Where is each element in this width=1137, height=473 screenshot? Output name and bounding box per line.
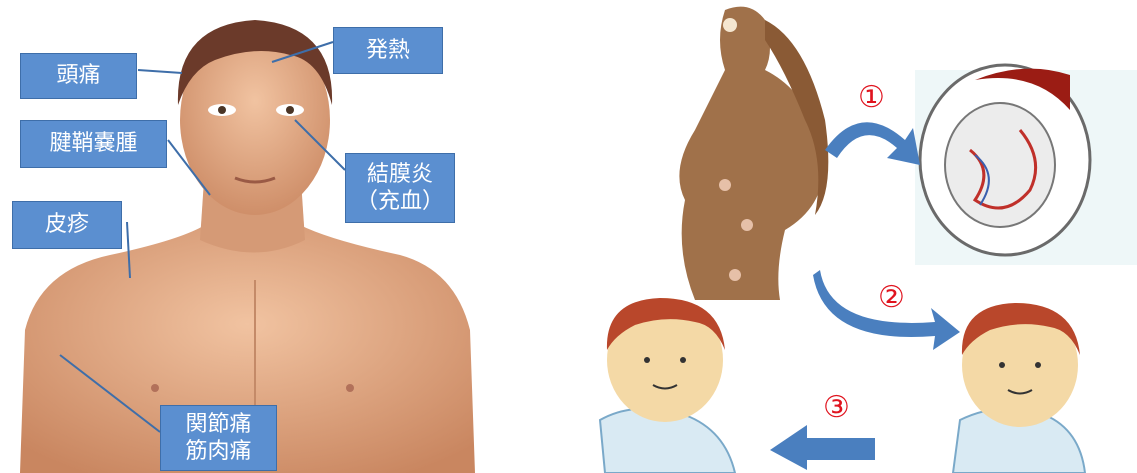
headache-label: 頭痛	[20, 53, 137, 99]
muscle-pain-text: 筋肉痛	[185, 438, 251, 466]
step-3-number: ③	[823, 390, 850, 425]
step-1-number: ①	[858, 80, 885, 115]
arrow-1	[825, 122, 920, 165]
conjunctivitis-text-1: 結膜炎	[367, 161, 433, 189]
step-2-number: ②	[878, 280, 905, 315]
transmission-diagram: ① ② ③	[575, 0, 1137, 473]
patient-right-illustration	[953, 303, 1085, 473]
patient-left-illustration	[600, 298, 735, 473]
tenosynovitis-label: 腱鞘嚢腫	[20, 120, 167, 168]
rash-text: 皮疹	[45, 211, 89, 239]
joint-muscle-pain-label: 関節痛 筋肉痛	[160, 405, 277, 471]
conjunctivitis-text-2: （充血）	[356, 188, 444, 216]
arrow-3	[770, 425, 875, 470]
joint-pain-text: 関節痛	[185, 411, 251, 439]
fever-label: 発熱	[333, 27, 443, 74]
pregnant-woman-silhouette	[675, 0, 828, 300]
right-pupil	[286, 106, 294, 114]
tenosynovitis-text: 腱鞘嚢腫	[49, 130, 137, 158]
left-pupil	[218, 106, 226, 114]
conjunctivitis-label: 結膜炎 （充血）	[345, 153, 455, 223]
fever-text: 発熱	[366, 37, 410, 65]
left-nipple	[151, 384, 159, 392]
symptom-diagram: 頭痛 発熱 腱鞘嚢腫 結膜炎 （充血） 皮疹 関節痛 筋肉痛	[0, 0, 575, 473]
transmission-illustration	[575, 0, 1137, 473]
rash-label: 皮疹	[12, 201, 122, 249]
headache-text: 頭痛	[56, 62, 100, 90]
right-nipple	[346, 384, 354, 392]
fetus-in-uterus-illustration	[915, 65, 1137, 265]
